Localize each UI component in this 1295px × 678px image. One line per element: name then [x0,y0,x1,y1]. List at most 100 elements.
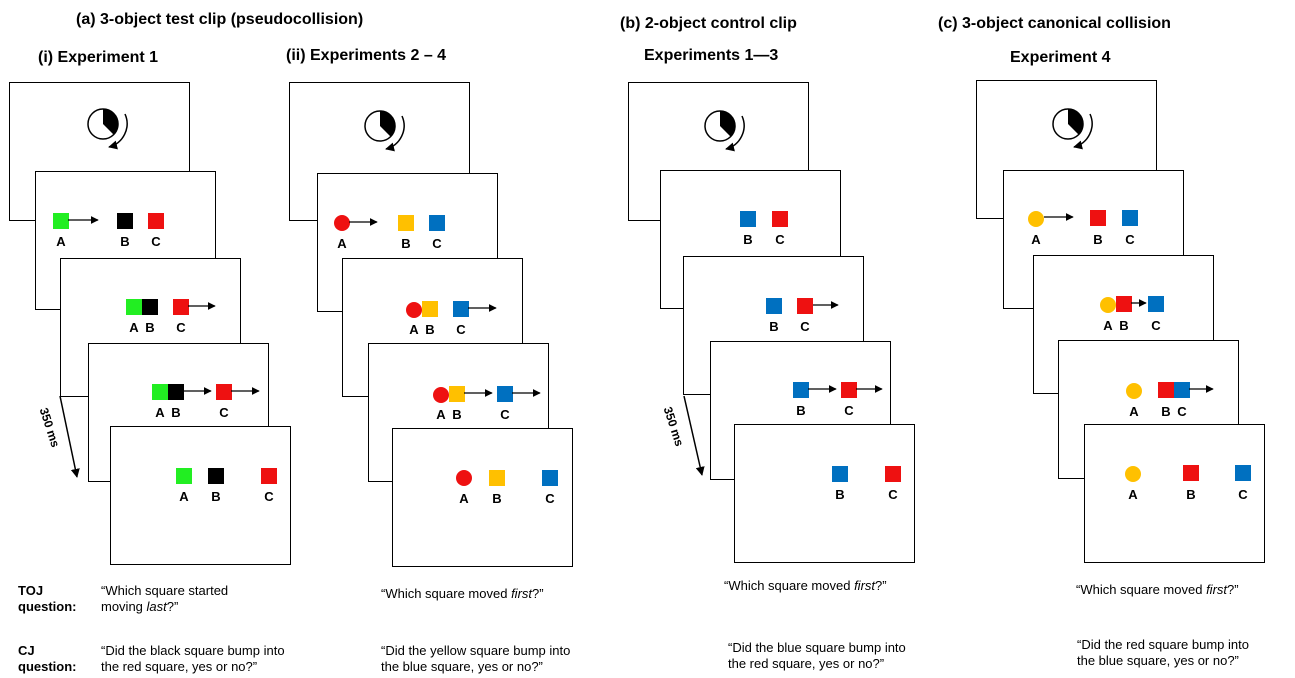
toj-label-line1: TOJ [18,583,44,598]
toj-question-text: moving [101,599,147,614]
label-c: C [456,322,466,337]
square-c-blue [1148,296,1164,312]
square-a-green [53,213,69,229]
label-c: C [775,232,785,247]
circle-a-red [456,470,472,486]
square-b-blue [766,298,782,314]
time-arrow-icon [683,395,705,476]
square-b-red [1090,210,1106,226]
circle-a-yellow [1100,297,1116,313]
label-c: C [176,320,186,335]
toj-question-text: “Which square moved [381,586,512,601]
circle-a-yellow [1028,211,1044,227]
square-b-yellow [398,215,414,231]
square-a-green [126,299,142,315]
label-c: C [264,489,274,504]
cj-question-line2: the red square, yes or no?” [728,656,885,671]
square-c-red [772,211,788,227]
square-c-red [216,384,232,400]
label-c: C [800,319,810,334]
toj-question-emphasis: first [1206,582,1228,597]
subheading-c: Experiment 4 [1010,49,1111,66]
square-b-black [168,384,184,400]
circle-a-red [406,302,422,318]
subheading-b: Experiments 1—3 [644,47,779,64]
label-b: B [835,487,845,502]
cj-label-line1: CJ [18,643,35,658]
toj-question-text: “Which square moved [724,578,855,593]
square-c-blue [1235,465,1251,481]
toj-question-text: ?” [532,586,544,601]
label-a: A [459,491,469,506]
cj-question-line2: the red square, yes or no?” [101,659,258,674]
label-b: B [171,405,181,420]
toj-question-line2: moving last?” [101,599,228,615]
label-a: A [1128,487,1138,502]
cj-label: CJ question: [18,643,77,675]
label-a: A [155,405,165,420]
toj-question-emphasis: last [146,599,167,614]
square-c-blue [1174,382,1190,398]
cj-question-line1: “Did the black square bump into [101,643,285,658]
cj-question-line2: the blue square, yes or no?” [381,659,543,674]
square-b-blue [793,382,809,398]
label-a: A [1129,404,1139,419]
label-b: B [211,489,221,504]
frame-4: A B C [1084,424,1265,563]
frame-4: B C [734,424,915,563]
label-a: A [1031,232,1041,247]
label-c: C [432,236,442,251]
cj-question-line1: “Did the red square bump into [1077,637,1249,652]
square-b-blue [832,466,848,482]
square-b-black [117,213,133,229]
heading-b: (b) 2-object control clip [620,15,797,32]
label-b: B [1161,404,1171,419]
label-b: B [1119,318,1129,333]
label-b: B [120,234,130,249]
label-a: A [179,489,189,504]
toj-question-line1: “Which square started [101,583,229,598]
label-a: A [129,320,139,335]
square-c-blue [429,215,445,231]
label-b: B [769,319,779,334]
square-b-yellow [449,386,465,402]
toj-label: TOJ question: [18,583,77,615]
cj-question-line1: “Did the blue square bump into [728,640,906,655]
square-c-red [148,213,164,229]
square-a-green [176,468,192,484]
cj-question-line1: “Did the yellow square bump into [381,643,571,658]
square-c-red [797,298,813,314]
toj-question-text: ?” [1227,582,1239,597]
label-c: C [1151,318,1161,333]
cj-question-b: “Did the blue square bump into the red s… [728,640,906,672]
label-b: B [145,320,155,335]
cj-question-c: “Did the red square bump into the blue s… [1077,637,1249,669]
label-b: B [743,232,753,247]
cj-question-a-i: “Did the black square bump into the red … [101,643,285,675]
toj-question-text: “Which square moved [1076,582,1207,597]
toj-question-a-i: “Which square started moving last?” [101,583,228,615]
circle-a-red [334,215,350,231]
square-c-red [885,466,901,482]
label-b: B [1093,232,1103,247]
square-a-green [152,384,168,400]
square-b-black [208,468,224,484]
toj-question-text: ?” [875,578,887,593]
square-b-yellow [422,301,438,317]
heading-c: (c) 3-object canonical collision [938,15,1171,32]
square-b-blue [740,211,756,227]
square-c-blue [1122,210,1138,226]
label-a: A [409,322,419,337]
duration-label: 350 ms [660,405,687,449]
label-b: B [425,322,435,337]
label-b: B [401,236,411,251]
frame-4: A B C [392,428,573,567]
square-c-blue [542,470,558,486]
toj-question-b: “Which square moved first?” [724,578,887,594]
square-b-yellow [489,470,505,486]
label-c: C [1238,487,1248,502]
toj-question-c: “Which square moved first?” [1076,582,1239,598]
duration-label: 350 ms [36,406,63,450]
label-a: A [56,234,66,249]
toj-label-line2: question: [18,599,77,614]
